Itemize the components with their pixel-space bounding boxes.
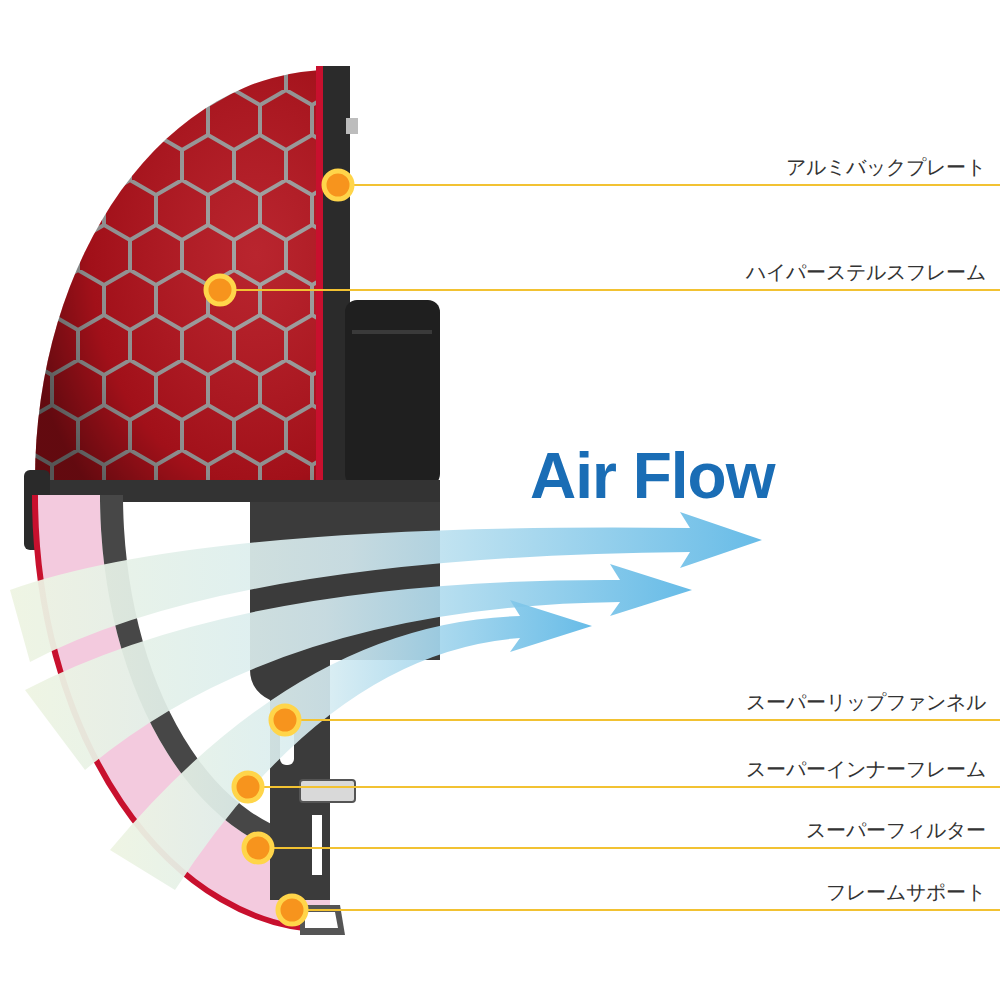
- air-flow-arrows-part: [110, 600, 592, 890]
- back-plate-part: [316, 66, 323, 484]
- filter-cutaway-part: [300, 780, 355, 802]
- part-label: ハイパーステルスフレーム: [746, 260, 986, 284]
- part-label: スーパーリップファンネル: [746, 690, 986, 714]
- filter-dome-part: [35, 70, 330, 480]
- part-label: スーパーフィルター: [806, 818, 986, 842]
- callout-dots: [206, 171, 352, 924]
- callout-dots-part: [278, 896, 306, 924]
- callout-dots-part: [234, 773, 262, 801]
- part-label: フレームサポート: [826, 880, 986, 904]
- callout-dots-part: [271, 706, 299, 734]
- callout-dots-part: [206, 276, 234, 304]
- part-label: アルミバックプレート: [786, 155, 986, 179]
- filter-cutaway-part: [305, 912, 338, 928]
- back-plate-part: [346, 118, 358, 134]
- leader-lines-part: [285, 719, 1000, 721]
- filter-dome-part: [35, 70, 330, 480]
- leader-lines-part: [258, 847, 1000, 849]
- back-plate: [316, 66, 440, 486]
- leader-lines: [220, 185, 1000, 910]
- callout-dots-part: [244, 834, 272, 862]
- leader-lines-part: [338, 184, 1000, 186]
- leader-lines-part: [248, 786, 1000, 788]
- leader-lines-part: [292, 909, 1000, 911]
- back-plate-part: [345, 300, 440, 486]
- filter-dome: [35, 70, 330, 480]
- part-label: スーパーインナーフレーム: [746, 757, 986, 781]
- filter-cutaway-part: [312, 815, 322, 875]
- back-plate-part: [352, 330, 432, 334]
- callout-dots-part: [324, 171, 352, 199]
- air-flow-arrows: [10, 512, 762, 890]
- leader-lines-part: [220, 289, 1000, 291]
- flow-label: Air Flow: [530, 438, 774, 515]
